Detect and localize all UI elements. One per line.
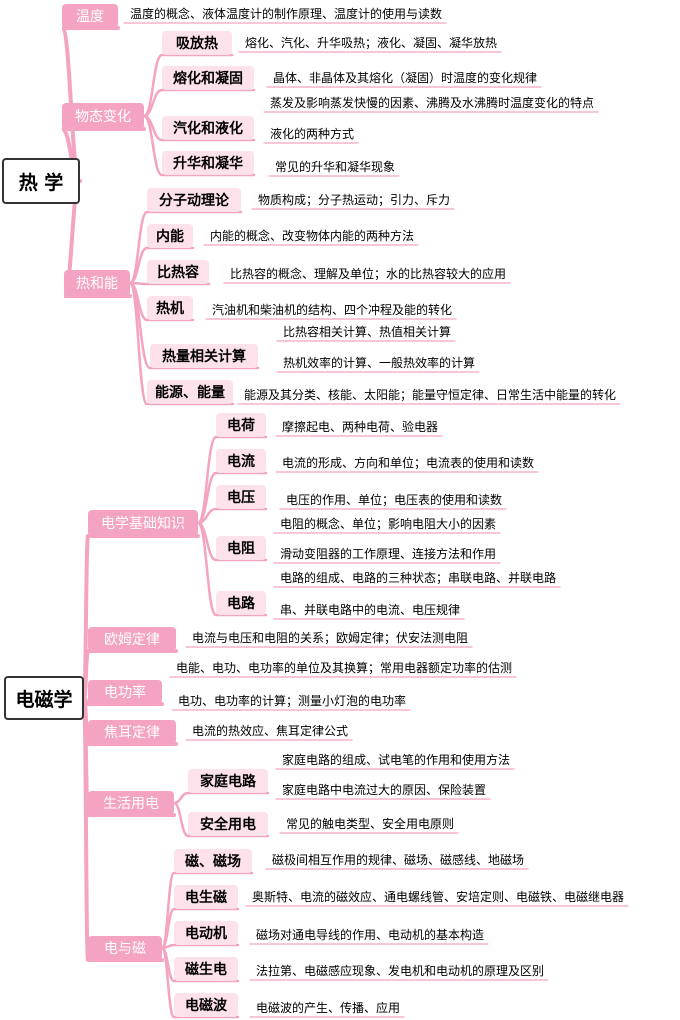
note: 能源及其分类、核能、太阳能；能量守恒定律、日常生活中能量的转化 <box>244 388 617 402</box>
connector-line <box>128 246 195 285</box>
note: 比热容相关计算、热值相关计算 <box>283 325 452 339</box>
note: 磁极间相互作用的规律、磁场、磁感线、地磁场 <box>272 853 525 867</box>
topic-dianya: 电压 <box>216 485 266 509</box>
topic-bireron: 比热容 <box>147 260 209 284</box>
topic-ronghua: 熔化和凝固 <box>162 66 254 90</box>
note: 家庭电路的组成、试电笔的作用和使用方法 <box>282 753 511 767</box>
note: 法拉第、电磁感应现象、发电机和电动机的原理及区别 <box>256 964 545 978</box>
note: 奥斯特、电流的磁效应、通电螺线管、安培定则、电磁铁、电磁继电器 <box>252 890 625 904</box>
note: 电路的组成、电路的三种状态；串联电路、并联电路 <box>280 571 557 585</box>
topic-shenghua: 升华和凝华 <box>162 151 254 175</box>
topic-neineng: 内能 <box>147 224 193 248</box>
topic-dianciboo: 电磁波 <box>174 993 238 1017</box>
note: 温度的概念、液体温度计的制作原理、温度计的使用与读数 <box>130 7 443 21</box>
note: 比热容的概念、理解及单位；水的比热容较大的应用 <box>230 267 507 281</box>
note: 内能的概念、改变物体内能的两种方法 <box>210 229 415 243</box>
note: 晶体、非晶体及其熔化（凝固）时温度的变化规律 <box>273 71 538 85</box>
topic-dianshengci: 电生磁 <box>174 885 238 909</box>
note: 常见的升华和凝华现象 <box>275 160 396 174</box>
branch-oumu: 欧姆定律 <box>88 627 176 651</box>
note: 电功、电功率的计算；测量小灯泡的电功率 <box>178 694 407 708</box>
topic-jiating: 家庭电路 <box>188 769 268 793</box>
topic-nengyuan: 能源、能量 <box>147 380 233 404</box>
branch-rene: 热和能 <box>64 270 130 296</box>
topic-fenzi: 分子动理论 <box>147 188 241 212</box>
note: 汽油机和柴油机的结构、四个冲程及能的转化 <box>212 303 453 317</box>
connector-line <box>196 507 268 525</box>
note: 物质构成；分子热运动；引力、斥力 <box>258 193 451 207</box>
note: 磁场对通电导线的作用、电动机的基本构造 <box>256 928 485 942</box>
note: 液化的两种方式 <box>270 127 355 141</box>
topic-xifangre: 吸放热 <box>162 31 232 55</box>
note: 摩擦起电、两种电荷、验电器 <box>282 420 439 434</box>
topic-cichang: 磁、磁场 <box>174 849 252 873</box>
topic-diandongji: 电动机 <box>174 921 238 945</box>
topic-anquan: 安全用电 <box>188 812 268 836</box>
topic-dianhe: 电荷 <box>216 413 266 437</box>
note: 电流与电压和电阻的关系；欧姆定律；伏安法测电阻 <box>192 631 469 645</box>
topic-reji: 热机 <box>147 296 193 320</box>
branch-jichu: 电学基础知识 <box>88 510 198 536</box>
topic-dianliu: 电流 <box>216 449 266 473</box>
topic-dianlu: 电路 <box>216 591 266 615</box>
note: 电磁波的产生、传播、应用 <box>256 1001 401 1015</box>
connector-line <box>142 114 256 177</box>
note: 家庭电路中电流过大的原因、保险装置 <box>282 783 487 797</box>
connector-line <box>172 801 270 838</box>
connector-line <box>82 696 164 962</box>
note: 电流的形成、方向和单位；电流表的使用和读数 <box>282 456 535 470</box>
note: 串、并联电路中的电流、电压规律 <box>280 603 461 617</box>
note: 热机效率的计算、一般热效率的计算 <box>283 356 476 370</box>
note: 常见的触电类型、安全用电原则 <box>286 817 455 831</box>
topic-dianzu: 电阻 <box>216 536 266 560</box>
branch-dianyuci: 电与磁 <box>88 936 162 960</box>
connector-line <box>160 907 240 950</box>
connector-line <box>142 88 256 118</box>
branch-shenghuo: 生活用电 <box>88 791 174 815</box>
connector-line <box>160 943 240 950</box>
connector-line <box>172 791 270 805</box>
note: 熔化、汽化、升华吸热；液化、凝固、凝华放热 <box>245 36 498 50</box>
branch-diangonglv: 电功率 <box>88 680 162 704</box>
note: 滑动变阻器的工作原理、连接方法和作用 <box>280 547 497 561</box>
root-heat: 热 学 <box>2 158 80 204</box>
branch-wendu: 温度 <box>62 4 118 28</box>
connector-line <box>160 946 240 1019</box>
connector-line <box>128 281 235 406</box>
branch-wutai: 物态变化 <box>62 103 144 129</box>
connector-line <box>196 521 268 617</box>
note: 电压的作用、单位；电压表的使用和读数 <box>286 493 503 507</box>
note: 电流的热效应、焦耳定律公式 <box>192 724 349 738</box>
root-em: 电磁学 <box>4 676 84 720</box>
topic-reliang: 热量相关计算 <box>150 344 258 368</box>
note: 电能、电功、电功率的单位及其换算；常用电器额定功率的估测 <box>176 661 513 675</box>
topic-cishengdian: 磁生电 <box>174 957 238 981</box>
branch-jiaoer: 焦耳定律 <box>88 720 176 744</box>
note: 蒸发及影响蒸发快慢的因素、沸腾及水沸腾时温度变化的特点 <box>270 96 595 110</box>
note: 电阻的概念、单位；影响电阻大小的因素 <box>280 517 497 531</box>
topic-qihua: 汽化和液化 <box>162 116 254 140</box>
